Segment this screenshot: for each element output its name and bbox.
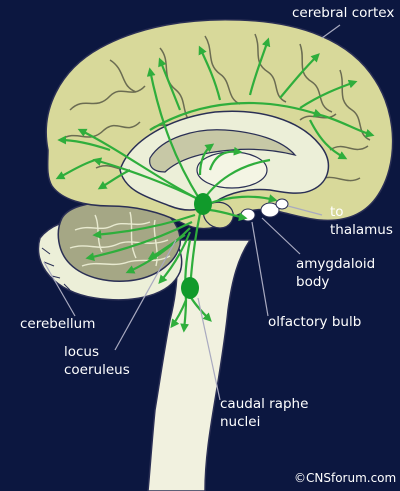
- locus-coeruleus-nucleus: [194, 193, 212, 215]
- thalamus: [196, 151, 268, 189]
- olfactory-node: [260, 202, 280, 218]
- label-amygdaloid-line2: body: [296, 274, 329, 290]
- label-locus-line1: locus: [64, 344, 99, 360]
- midbrain-region: [203, 201, 234, 229]
- label-raphe-line1: caudal raphe: [220, 396, 308, 412]
- brainstem: [147, 239, 252, 491]
- label-amygdaloid-line1: amygdaloid: [296, 256, 375, 272]
- thalamus-node: [275, 198, 289, 210]
- label-to-thalamus-line2: thalamus: [330, 222, 393, 238]
- label-cerebellum: cerebellum: [20, 316, 95, 332]
- label-olfactory-bulb: olfactory bulb: [268, 314, 361, 330]
- ventricle: [149, 129, 297, 173]
- leader-lines: [43, 24, 341, 401]
- label-raphe-line2: nuclei: [220, 414, 260, 430]
- label-to-thalamus-line1: to: [330, 204, 344, 220]
- cerebellum-ticks: [41, 247, 71, 291]
- copyright-notice: ©CNSforum.com: [294, 471, 396, 485]
- label-locus-line2: coeruleus: [64, 362, 130, 378]
- amygdaloid-node: [240, 208, 256, 222]
- label-cerebral-cortex: cerebral cortex: [292, 5, 394, 21]
- raphe-nucleus: [181, 277, 199, 299]
